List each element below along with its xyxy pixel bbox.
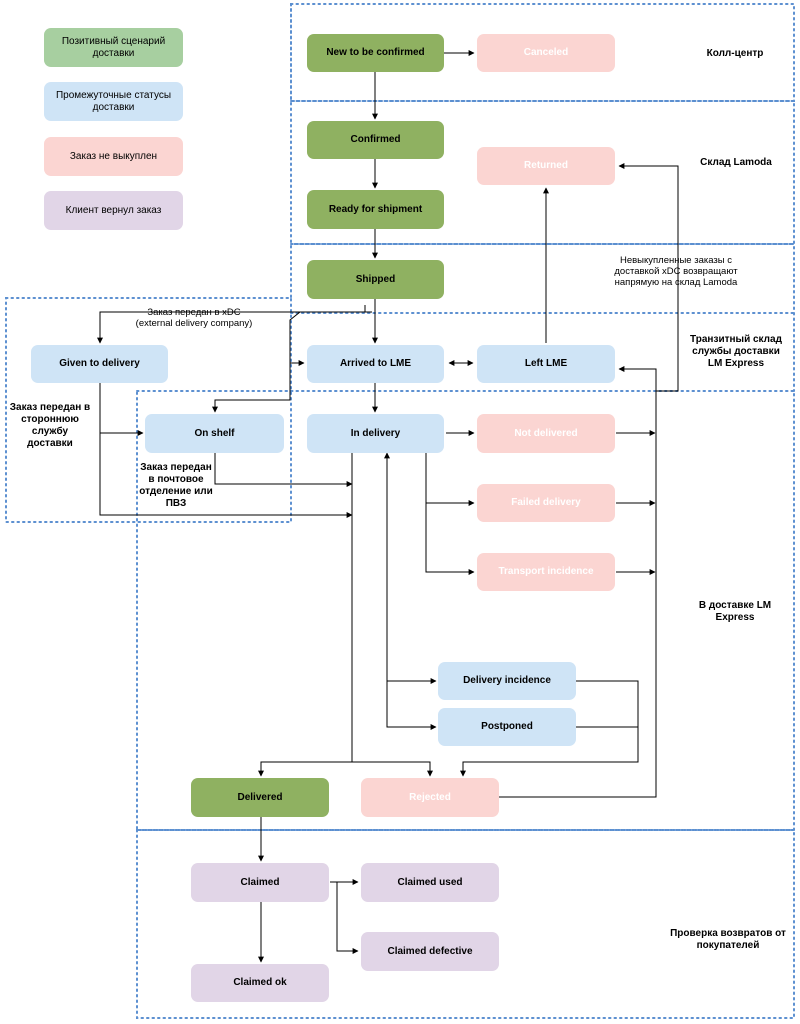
node-shipped[interactable]: Shipped [307, 260, 444, 299]
node-rejected[interactable]: Rejected [361, 778, 499, 817]
edge-claimed-to-defective [336, 882, 359, 954]
zone-label-warehouse: Склад Lamoda [700, 157, 772, 168]
node-claimed[interactable]: Claimed [191, 863, 329, 902]
node-left-lme[interactable]: Left LME [477, 345, 615, 383]
connectors [97, 50, 679, 963]
edge-indelivery-to-rejected [352, 761, 433, 777]
zone-label-returns-check: Проверка возвратов от покупателей [670, 928, 786, 951]
zone-label-call-center: Колл-центр [706, 48, 764, 59]
legend-intermediate: Промежуточные статусы доставки [44, 82, 183, 121]
node-transport-incidence[interactable]: Transport incidence [477, 553, 615, 591]
edge-to-delivery-incidence [384, 452, 437, 684]
legend-not-bought: Заказ не выкуплен [44, 137, 183, 176]
node-returned[interactable]: Returned [477, 147, 615, 185]
edge-given-down [99, 433, 353, 518]
node-delivered[interactable]: Delivered [191, 778, 329, 817]
node-given-to-delivery[interactable]: Given to delivery [31, 345, 168, 383]
note-handed-to-post: Заказ передан в почтовое отделение или П… [139, 462, 213, 509]
edge-indelivery-to-transport [425, 503, 475, 575]
node-claimed-defective[interactable]: Claimed defective [361, 932, 499, 971]
edge-incidence-to-rejected [460, 680, 639, 777]
edge-shipped-to-given [97, 311, 372, 344]
edge-to-postponed [386, 681, 437, 730]
node-postponed[interactable]: Postponed [438, 708, 576, 746]
node-on-shelf[interactable]: On shelf [145, 414, 284, 453]
zone-border-warehouse [290, 100, 795, 245]
node-claimed-used[interactable]: Claimed used [361, 863, 499, 902]
zone-border-xdc [5, 297, 292, 523]
edge-shipped-to-onshelf [215, 305, 366, 412]
note-handed-to-third-party: Заказ передан в стороннюю службу доставк… [9, 402, 91, 449]
node-arrived-to-lme[interactable]: Arrived to LME [307, 345, 444, 383]
node-not-delivered[interactable]: Not delivered [477, 414, 615, 453]
node-ready-for-shipment[interactable]: Ready for shipment [307, 190, 444, 229]
node-confirmed[interactable]: Confirmed [307, 121, 444, 159]
edge-rejected-to-lme [499, 366, 657, 798]
note-xdc-returns: Невыкупленные заказы с доставкой xDC воз… [614, 255, 738, 288]
edge-onshelf-down [214, 453, 353, 487]
node-new-to-be-confirmed[interactable]: New to be confirmed [307, 34, 444, 72]
legend-returned-by-client: Клиент вернул заказ [44, 191, 183, 230]
edge-indelivery-to-failed [425, 453, 475, 506]
node-failed-delivery[interactable]: Failed delivery [477, 484, 615, 522]
edge-lme-to-returned [618, 163, 679, 392]
zone-label-transit: Транзитный склад службы доставки LM Expr… [690, 334, 782, 369]
node-claimed-ok[interactable]: Claimed ok [191, 964, 329, 1002]
note-handed-to-xdc: Заказ передан в xDC (external delivery c… [135, 307, 253, 329]
node-delivery-incidence[interactable]: Delivery incidence [438, 662, 576, 700]
zone-border-transit-top [290, 243, 795, 392]
zone-label-delivery: В доставке LM Express [698, 600, 772, 623]
edge-indelivery-to-delivered [258, 453, 353, 777]
node-canceled[interactable]: Canceled [477, 34, 615, 72]
node-in-delivery[interactable]: In delivery [307, 414, 444, 453]
legend-positive: Позитивный сценарий доставки [44, 28, 183, 67]
